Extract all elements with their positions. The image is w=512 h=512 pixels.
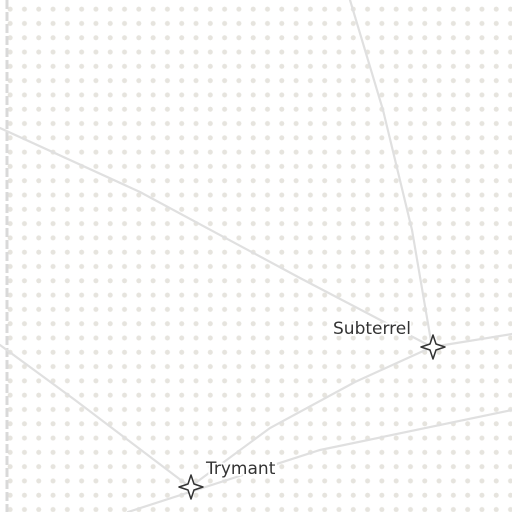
place-marker-subterrel[interactable]: Subterrel (331, 317, 446, 360)
road-south-east (126, 408, 512, 512)
place-marker-trymant[interactable]: Trymant (178, 457, 278, 500)
road-subterrel-east (430, 332, 512, 349)
place-label-trymant: Trymant (205, 459, 276, 479)
place-label-subterrel: Subterrel (333, 319, 411, 339)
star-icon (420, 334, 446, 360)
road-north-to-subterrel (348, 0, 434, 349)
road-northwest-to-subterrel (0, 126, 434, 349)
star-icon (178, 474, 204, 500)
road-west-to-trymant (0, 343, 192, 489)
road-subterrel-to-trymant (188, 345, 434, 489)
